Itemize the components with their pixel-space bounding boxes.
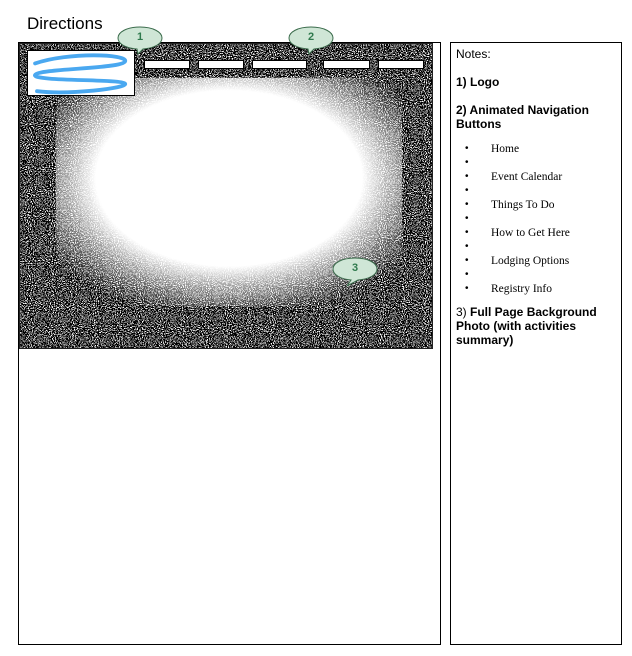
note-background-photo: 3) Full Page Background Photo (with acti… [456, 305, 616, 347]
list-item: Event Calendar [456, 171, 616, 185]
speech-bubble-icon [332, 257, 378, 287]
logo-placeholder[interactable] [27, 50, 135, 96]
note-logo: 1) Logo [456, 75, 500, 89]
wireframe-canvas [18, 42, 441, 645]
list-item [456, 213, 616, 227]
nav-button-5[interactable] [378, 60, 424, 69]
speech-bubble-icon [117, 26, 163, 56]
list-item [456, 185, 616, 199]
note-number: 3) [456, 305, 471, 319]
background-photo-placeholder [19, 43, 433, 349]
callout-number: 1 [136, 31, 144, 43]
nav-button-4[interactable] [323, 60, 370, 69]
page-title: Directions [27, 14, 103, 33]
callout-3: 3 [331, 256, 379, 287]
notes-heading: Notes: [456, 47, 491, 61]
notes-panel: Notes: 1) Logo 2) Animated Navigation Bu… [450, 42, 622, 645]
list-item [456, 269, 616, 283]
list-item [456, 241, 616, 255]
list-item: Things To Do [456, 199, 616, 213]
callout-1: 1 [116, 25, 164, 56]
list-item: Home [456, 143, 616, 157]
nav-items-list: Home Event Calendar Things To Do How to … [456, 143, 616, 297]
nav-button-1[interactable] [144, 60, 190, 69]
list-item: Registry Info [456, 283, 616, 297]
noise-texture [20, 44, 432, 348]
list-item [456, 157, 616, 171]
note-text: Full Page Background Photo (with activit… [456, 305, 597, 347]
note-navigation: 2) Animated Navigation Buttons [456, 103, 589, 131]
logo-spiral-icon [33, 53, 127, 95]
nav-button-3[interactable] [252, 60, 307, 69]
callout-2: 2 [287, 25, 335, 56]
callout-number: 2 [307, 31, 315, 43]
list-item: How to Get Here [456, 227, 616, 241]
list-item: Lodging Options [456, 255, 616, 269]
callout-number: 3 [351, 262, 359, 274]
speech-bubble-icon [288, 26, 334, 56]
nav-button-2[interactable] [198, 60, 244, 69]
